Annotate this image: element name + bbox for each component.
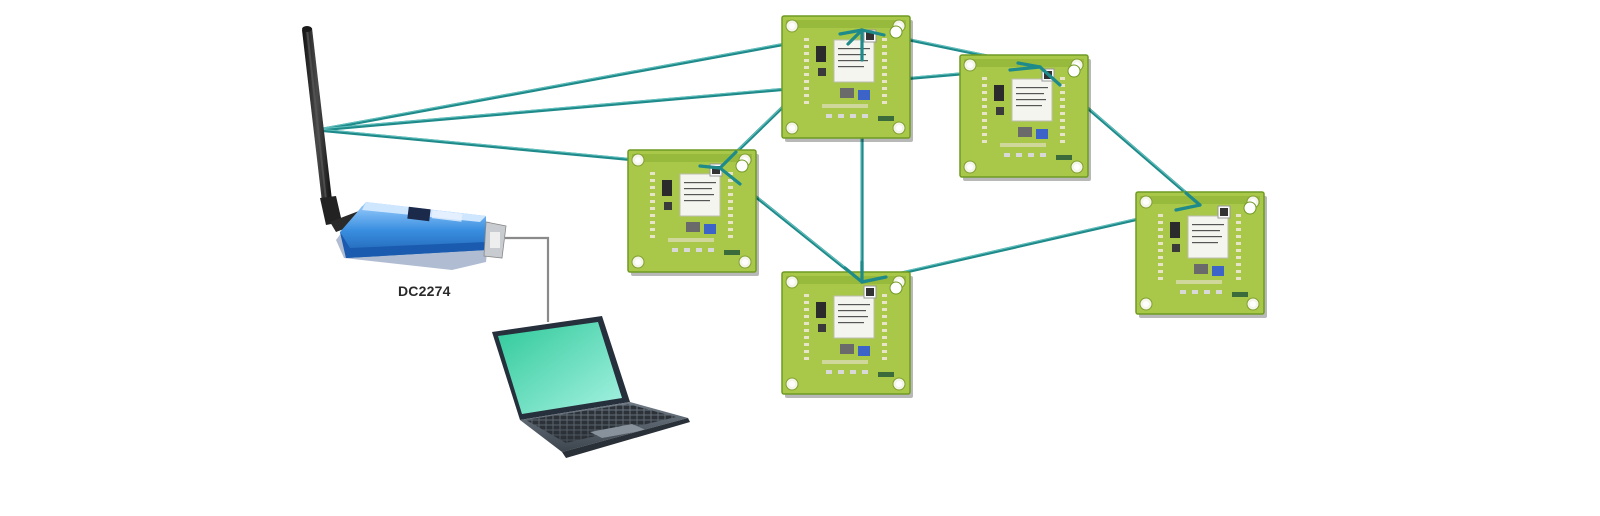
link-manager-to-mote-upper-right (316, 65, 1042, 132)
link-endpoints (698, 28, 1202, 284)
usb-cable (505, 236, 550, 322)
mote-board-bottom (781, 271, 914, 399)
mote-board-top (781, 15, 914, 143)
dongle-label: DC2274 (398, 283, 451, 299)
usb-dongle-icon (336, 202, 507, 270)
mote-board-right (1135, 191, 1268, 319)
mote-board-upper-right (959, 54, 1092, 182)
mote-boards (627, 15, 1268, 399)
link-manager-to-mote-top (316, 28, 864, 132)
laptop-icon (492, 316, 690, 458)
mote-board-left (627, 149, 760, 277)
